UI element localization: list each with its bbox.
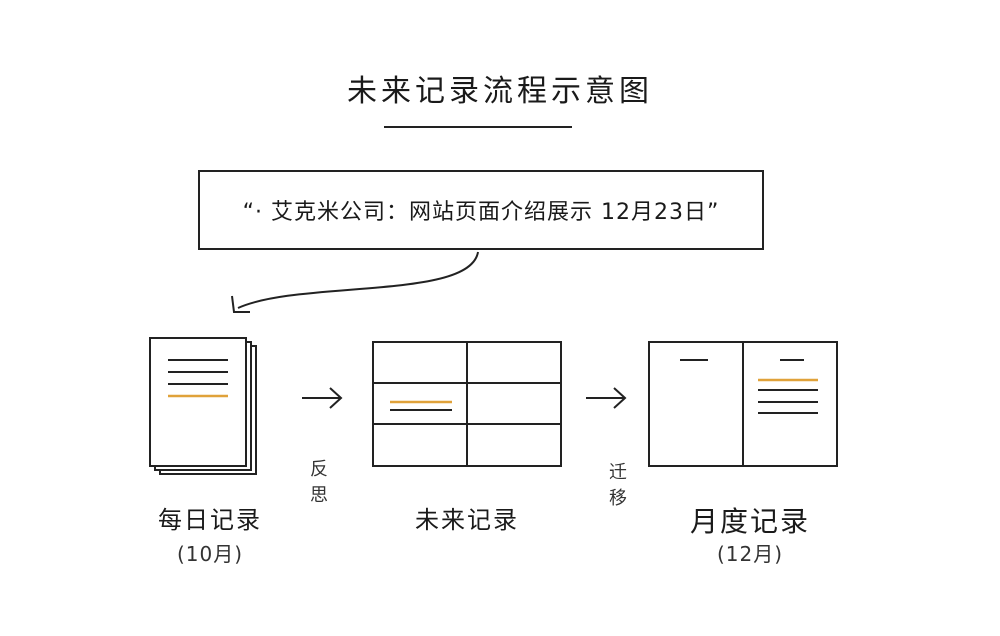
- arrow-reflect: [302, 387, 343, 409]
- stage-daily-label: 每日记录: [158, 506, 262, 534]
- diagram-title: 未来记录流程示意图: [347, 74, 653, 109]
- stage-monthly-label: 月度记录: [689, 505, 810, 538]
- monthly-log-icon: [648, 341, 838, 467]
- stage-future-label: 未来记录: [415, 506, 519, 534]
- transition-label-char: 思: [310, 485, 328, 506]
- transition-label-char: 迁: [609, 462, 627, 483]
- transition-label-text: 反思: [307, 457, 331, 509]
- transition-migrate-label: 迁移: [606, 460, 630, 512]
- curved-arrow-head: [231, 295, 250, 313]
- quote-box: “· 艾克米公司：网站页面介绍展示 12月23日”: [198, 170, 764, 250]
- title-underline: [384, 126, 572, 128]
- transition-label-text: 迁移: [606, 460, 630, 512]
- quote-text: “· 艾克米公司：网站页面介绍展示 12月23日”: [242, 200, 720, 225]
- arrow-migrate: [586, 387, 627, 409]
- future-log-icon: [372, 341, 562, 467]
- daily-log-icon: [149, 337, 257, 475]
- transition-label-char: 移: [609, 488, 627, 509]
- transition-label-char: 反: [310, 459, 328, 480]
- stage-daily-sub: (10月): [176, 542, 244, 566]
- transition-reflect-label: 反思: [307, 457, 331, 509]
- curved-arrow: [237, 251, 479, 309]
- stage-monthly-sub: (12月): [716, 542, 784, 566]
